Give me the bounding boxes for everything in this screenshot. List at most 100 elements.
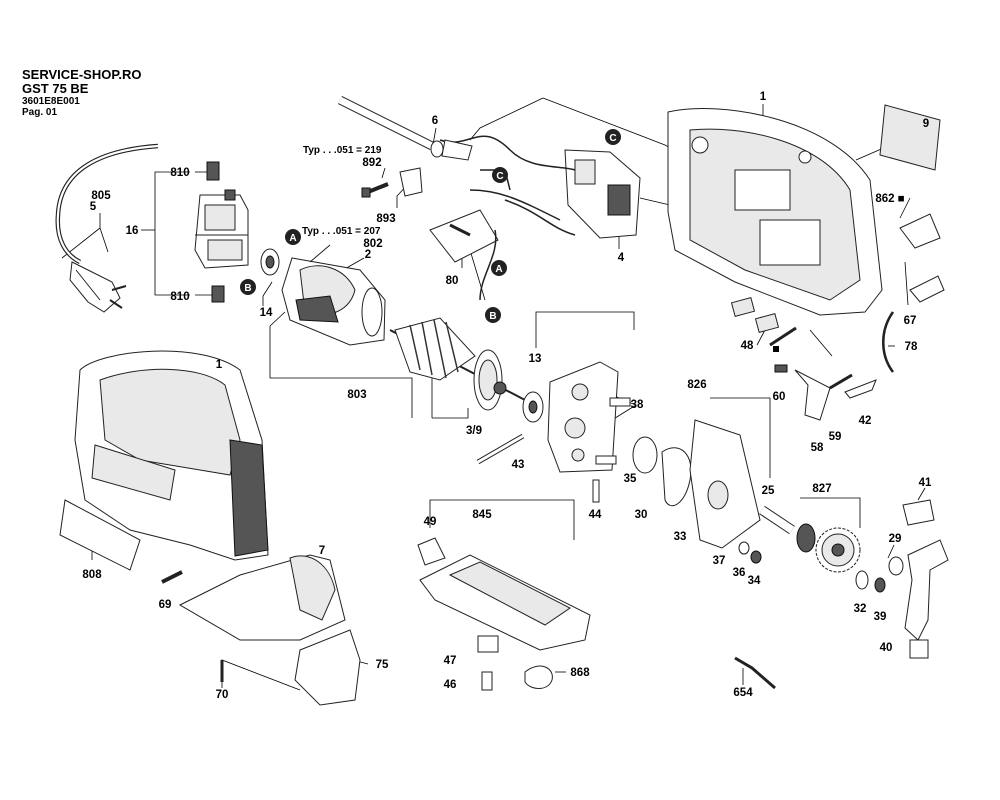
part-label: 30 [635,509,648,521]
part-label: 893 [376,213,395,225]
wiring [439,135,576,301]
nose-cap [178,554,361,706]
shop-name: SERVICE-SHOP.RO [22,67,142,82]
part-label: 40 [880,642,893,654]
part-label: 1 [760,91,767,103]
part-label: 5 [90,201,97,213]
small-parts-right [730,104,945,690]
part-label: 37 [713,555,726,567]
part-label: 802 [363,238,382,250]
part-label: 654 [733,687,753,699]
pin-44 [592,479,600,503]
part-label: 39 [874,611,887,623]
part-label: 78 [905,341,918,353]
page-number: Pag. 01 [22,107,58,118]
part-label: 1 [216,359,223,371]
type-note-219: Typ . . .051 = 219 [303,145,382,156]
plunger-assembly [855,499,949,659]
part-label: 862 ■ [875,193,904,205]
part-labels: 1 1 2 3/9 4 5 6 7 9 13 14 16 25 29 30 32… [82,91,932,701]
part-label: 810 [170,167,189,179]
armature [389,317,526,411]
part-label: 67 [904,315,917,327]
part-label: 29 [889,533,902,545]
part-label: 41 [919,477,932,489]
base-plate [417,537,591,691]
part-label: 25 [762,485,775,497]
leader-lines [61,97,926,691]
part-label: 69 [159,599,172,611]
part-label: 75 [376,659,389,671]
housing-half-right [667,108,883,316]
part-label: 49 [424,516,437,528]
part-label: 6 [432,115,438,127]
part-label: 58 [811,442,824,454]
callout-c-1: C [605,129,621,145]
svg-text:A: A [289,233,296,244]
washer-37 [738,541,750,555]
part-label: 3/9 [466,425,482,437]
part-label: 827 [812,483,831,495]
gear-assembly [759,505,861,573]
callout-b-2: B [485,307,501,323]
part-label: 32 [854,603,867,615]
part-label: 13 [529,353,542,365]
part-label: 59 [829,431,842,443]
cable-sleeve [337,95,473,161]
part-label: 48 [741,340,754,352]
part-label: 808 [82,569,102,581]
carbon-brush-top [206,161,220,181]
guide-plates [632,419,762,564]
switch-unit [429,149,641,263]
callout-markers: A A B B C C [240,129,621,323]
part-label: 892 [362,157,381,169]
part-label: 46 [444,679,457,691]
part-label: 47 [444,655,457,667]
gear-housing [547,361,631,503]
housing-half-left [59,350,269,584]
type-note-207: Typ . . .051 = 207 [302,226,381,237]
pin-43 [476,433,525,465]
part-label: 60 [773,391,786,403]
power-cord [55,143,159,313]
part-label: 44 [589,509,602,521]
svg-text:B: B [489,311,496,322]
part-label: 36 [733,567,746,579]
part-label: 14 [260,307,273,319]
part-label: 70 [216,689,229,701]
part-label: 810 [170,291,189,303]
part-label: 80 [446,275,459,287]
callout-b-1: B [240,279,256,295]
part-label: 7 [319,545,325,557]
svg-text:C: C [609,133,616,144]
svg-text:C: C [496,171,503,182]
svg-text:A: A [495,264,502,275]
part-label: 38 [631,399,644,411]
part-label: 4 [618,252,625,264]
brush-holder-assembly [194,161,249,303]
callout-a-2: A [491,260,507,276]
part-label: 803 [347,389,366,401]
part-label: 826 [687,379,706,391]
part-label: 42 [859,415,872,427]
part-label: 35 [624,473,637,485]
part-label: 43 [512,459,525,471]
part-label: 9 [923,118,929,130]
part-label: 845 [472,509,492,521]
stator-assembly [260,244,386,346]
part-label: 805 [91,190,111,202]
cable-clamp [361,167,423,198]
model-code: 3601E8E001 [22,96,80,107]
carbon-brush-bottom [211,285,225,303]
ring-34 [750,550,762,564]
part-label: 16 [126,225,139,237]
svg-text:B: B [244,283,251,294]
model-name: GST 75 BE [22,81,89,96]
callout-a-1: A [285,229,301,245]
callout-c-2: C [492,167,508,183]
part-label: 33 [674,531,687,543]
part-label: 2 [365,249,371,261]
bearing-13 [522,391,544,423]
